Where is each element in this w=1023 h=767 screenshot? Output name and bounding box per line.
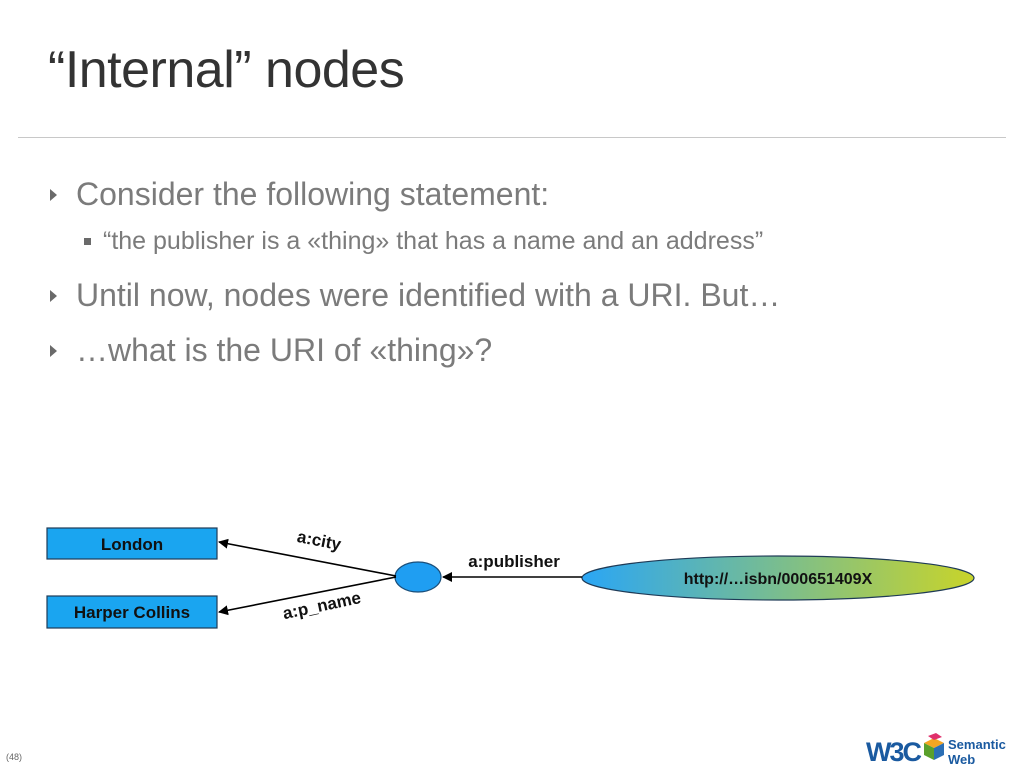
bullet-arrow-icon [50, 189, 57, 201]
node-london-label: London [101, 535, 163, 554]
w3c-semantic-web-logo: W3C Semantic Web [866, 733, 1006, 767]
page-number: (48) [6, 752, 23, 762]
bullet-consider: Consider the following statement: [76, 176, 550, 212]
node-book-uri: http://…isbn/000651409X [581, 555, 975, 601]
logo-web-text: Web [948, 752, 975, 767]
title-divider [18, 137, 1006, 138]
edge-p-name-label: a:p_name [281, 588, 363, 623]
bullet-arrow-icon [50, 345, 57, 357]
bullet-square-icon [84, 238, 91, 245]
bullet-until-now: Until now, nodes were identified with a … [76, 277, 781, 313]
node-book-label: http://…isbn/000651409X [684, 571, 873, 588]
node-harper-label: Harper Collins [74, 603, 190, 622]
edge-city-label: a:city [295, 527, 343, 554]
semantic-web-cube-icon [924, 733, 944, 760]
edge-publisher-label: a:publisher [468, 552, 560, 571]
w3c-logo-text: W3C [866, 737, 922, 767]
node-harper-collins: Harper Collins [46, 595, 218, 629]
blank-node [394, 561, 442, 593]
sub-bullet-statement: “the publisher is a «thing» that has a n… [103, 227, 764, 255]
logo-semantic-text: Semantic [948, 737, 1006, 752]
slide-title: “Internal” nodes [48, 41, 405, 99]
edge-p-name-arrow [218, 576, 397, 616]
edge-city-arrow [218, 538, 397, 577]
node-london: London [46, 527, 218, 560]
bullet-what-is-uri: …what is the URI of «thing»? [76, 332, 493, 368]
bullet-arrow-icon [50, 290, 57, 302]
